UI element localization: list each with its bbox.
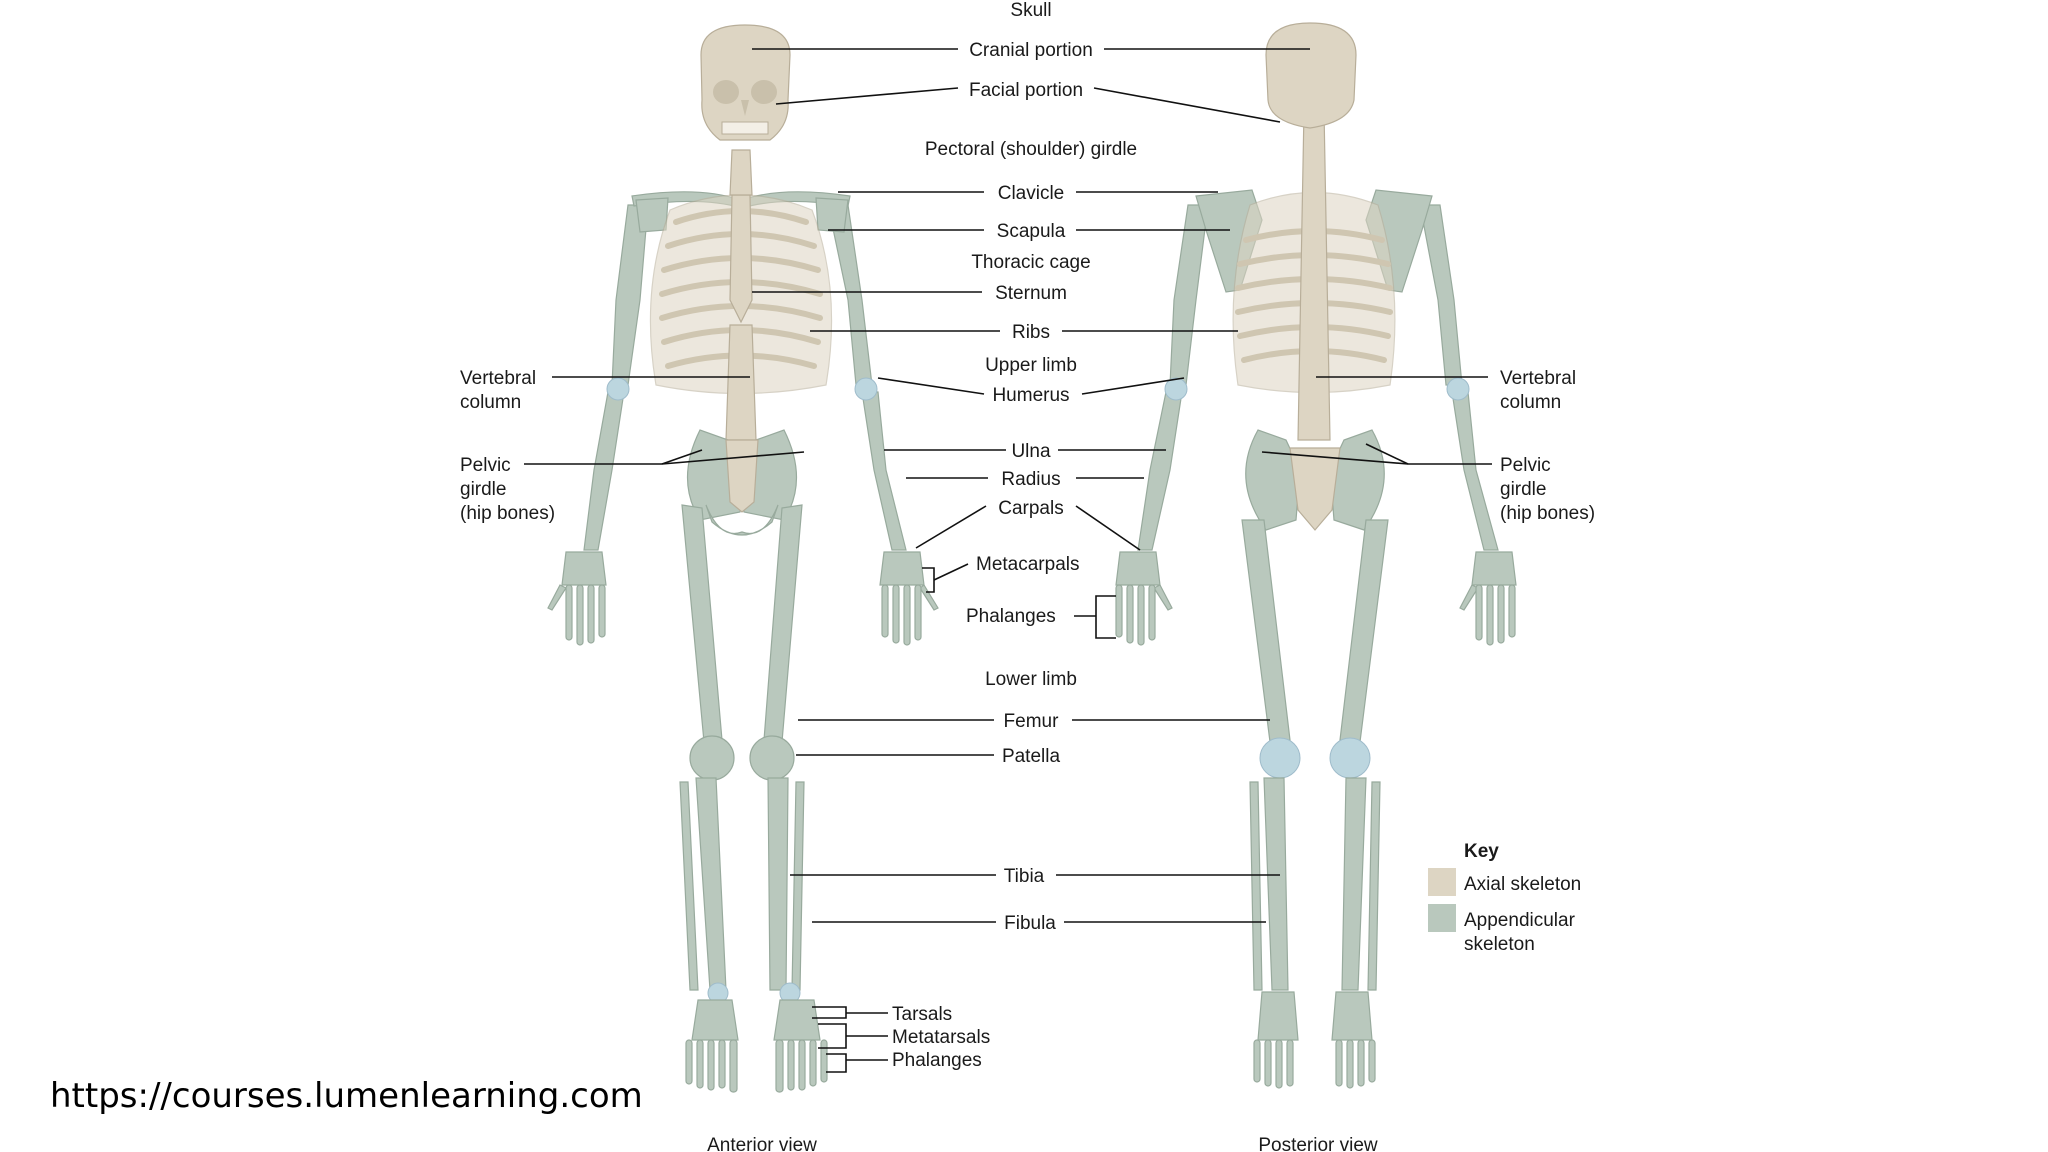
posterior-right-hand xyxy=(1459,551,1517,646)
label-vertebral-column-left-line2: column xyxy=(460,392,521,413)
label-vertebral-column-right-line2: column xyxy=(1500,392,1561,413)
anterior-right-knee xyxy=(749,735,795,781)
anterior-right-hand xyxy=(879,551,939,646)
anterior-left-fibula xyxy=(679,781,699,991)
posterior-left-hand xyxy=(1115,551,1173,646)
label-lower-limb: Lower limb xyxy=(985,669,1077,690)
anterior-neck xyxy=(729,149,753,196)
anterior-left-foot xyxy=(685,999,739,1093)
label-pelvic-girdle-right-line2: girdle xyxy=(1500,479,1546,500)
anterior-right-humerus xyxy=(827,204,873,386)
posterior-skull xyxy=(1265,22,1357,129)
label-cranial-portion: Cranial portion xyxy=(969,40,1093,61)
anterior-right-forearm xyxy=(861,391,907,551)
label-fibula: Fibula xyxy=(1004,913,1056,934)
label-patella: Patella xyxy=(1002,746,1061,767)
posterior-left-femur xyxy=(1241,519,1291,743)
anterior-pelvis xyxy=(686,429,798,536)
label-pelvic-girdle-right-line1: Pelvic xyxy=(1500,455,1551,476)
anterior-left-elbow xyxy=(606,377,630,401)
label-phalanges-hand: Phalanges xyxy=(966,606,1056,627)
label-clavicle: Clavicle xyxy=(998,183,1065,204)
label-thoracic-cage: Thoracic cage xyxy=(971,252,1090,273)
key-label-appendicular-line2: skeleton xyxy=(1464,934,1535,955)
posterior-right-humerus xyxy=(1419,204,1463,386)
label-upper-limb: Upper limb xyxy=(985,355,1077,376)
label-skull: Skull xyxy=(1010,0,1051,21)
label-vertebral-column-left-line1: Vertebral xyxy=(460,368,536,389)
posterior-skeleton xyxy=(1115,22,1517,1089)
label-pelvic-girdle-left-line1: Pelvic xyxy=(460,455,511,476)
anterior-sternum xyxy=(729,194,753,324)
label-scapula: Scapula xyxy=(997,221,1066,242)
anterior-ribcage xyxy=(649,194,833,395)
label-ulna: Ulna xyxy=(1011,441,1051,462)
anterior-right-fibula xyxy=(791,781,805,991)
label-pelvic-girdle-right-line3: (hip bones) xyxy=(1500,503,1595,524)
anterior-right-elbow xyxy=(854,377,878,401)
posterior-left-fibula xyxy=(1249,781,1263,991)
label-pelvic-girdle-left-line2: girdle xyxy=(460,479,506,500)
posterior-left-humerus xyxy=(1169,204,1209,386)
key-swatch-appendicular xyxy=(1428,904,1456,932)
label-vertebral-column-right-line1: Vertebral xyxy=(1500,368,1576,389)
key-title: Key xyxy=(1464,841,1499,862)
label-pectoral-girdle: Pectoral (shoulder) girdle xyxy=(925,139,1137,160)
posterior-spine xyxy=(1297,109,1331,441)
posterior-right-femur xyxy=(1339,519,1389,743)
anterior-right-femur xyxy=(763,504,803,743)
label-metacarpals: Metacarpals xyxy=(976,554,1080,575)
label-sternum: Sternum xyxy=(995,283,1067,304)
label-phalanges-foot: Phalanges xyxy=(892,1050,982,1071)
label-ribs: Ribs xyxy=(1012,322,1050,343)
label-metatarsals: Metatarsals xyxy=(892,1027,990,1048)
label-anterior-view: Anterior view xyxy=(707,1135,817,1152)
key-label-axial: Axial skeleton xyxy=(1464,874,1581,895)
labels: Skull Cranial portion Facial portion Pec… xyxy=(460,0,1595,1152)
posterior-right-foot xyxy=(1331,991,1376,1089)
label-tarsals: Tarsals xyxy=(892,1004,952,1025)
anterior-left-knee xyxy=(689,735,735,781)
anterior-left-femur xyxy=(681,504,723,743)
anterior-skeleton xyxy=(547,24,939,1093)
anterior-right-tibia xyxy=(767,777,789,991)
label-tibia: Tibia xyxy=(1004,866,1045,887)
label-posterior-view: Posterior view xyxy=(1258,1135,1378,1152)
label-humerus: Humerus xyxy=(992,385,1069,406)
label-radius: Radius xyxy=(1001,469,1060,490)
source-url: https://courses.lumenlearning.com xyxy=(50,1076,643,1116)
label-pelvic-girdle-left-line3: (hip bones) xyxy=(460,503,555,524)
label-carpals: Carpals xyxy=(998,498,1063,519)
label-facial-portion: Facial portion xyxy=(969,80,1083,101)
label-femur: Femur xyxy=(1004,711,1060,732)
posterior-left-foot xyxy=(1253,991,1299,1089)
posterior-sacrum xyxy=(1289,447,1341,531)
posterior-right-tibia xyxy=(1341,777,1367,991)
anterior-left-hand xyxy=(547,551,607,646)
posterior-pelvis xyxy=(1245,429,1385,531)
posterior-right-forearm xyxy=(1451,391,1499,551)
anterior-left-tibia xyxy=(695,777,727,991)
anterior-skull xyxy=(700,24,791,141)
anterior-lumbar-spine xyxy=(725,324,757,441)
key-label-appendicular-line1: Appendicular xyxy=(1464,910,1576,931)
legend-key: Key Axial skeleton Appendicular skeleton xyxy=(1428,841,1581,955)
posterior-right-fibula xyxy=(1367,781,1381,991)
anterior-left-forearm xyxy=(583,391,625,551)
posterior-left-tibia xyxy=(1263,777,1289,991)
key-swatch-axial xyxy=(1428,868,1456,896)
posterior-left-forearm xyxy=(1137,391,1183,551)
leader-lines xyxy=(524,48,1492,1073)
anterior-right-foot xyxy=(773,999,828,1093)
